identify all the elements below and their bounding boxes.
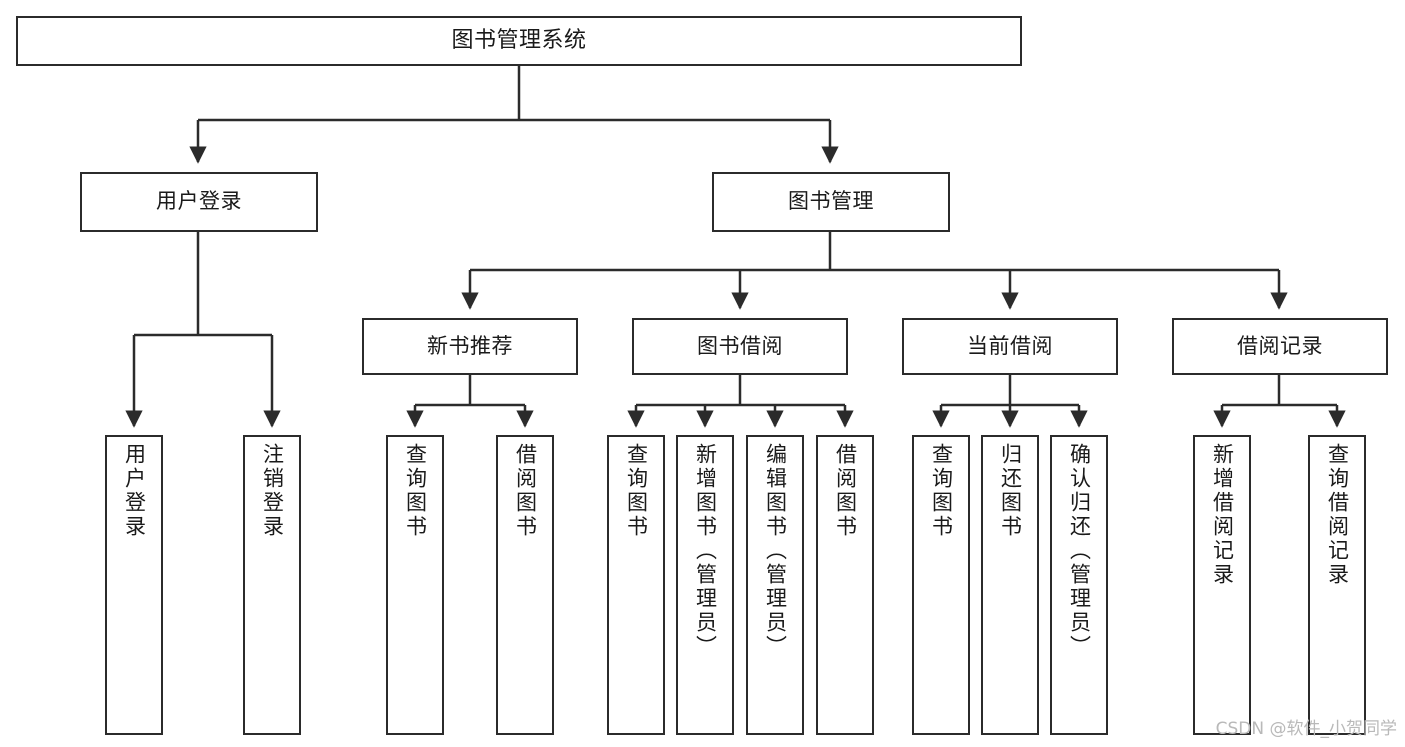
node-label: 用户登录: [122, 443, 147, 539]
node-new-book-recommend[interactable]: 新书推荐: [362, 318, 578, 375]
leaf-borrow-query-book[interactable]: 查询图书: [607, 435, 665, 735]
node-label: 用户登录: [156, 189, 242, 214]
node-current-borrow[interactable]: 当前借阅: [902, 318, 1118, 375]
node-label: 新增图书（管理员）: [693, 443, 718, 659]
node-book-borrow[interactable]: 图书借阅: [632, 318, 848, 375]
node-label: 当前借阅: [967, 333, 1053, 358]
node-label: 查询图书: [929, 443, 954, 539]
node-label: 图书管理: [788, 189, 874, 214]
node-borrow-records[interactable]: 借阅记录: [1172, 318, 1388, 375]
node-label: 图书借阅: [697, 333, 783, 358]
leaf-records-add-record[interactable]: 新增借阅记录: [1193, 435, 1251, 735]
node-label: 图书管理系统: [451, 27, 587, 53]
node-label: 借阅记录: [1237, 333, 1323, 358]
node-label: 新增借阅记录: [1210, 443, 1235, 587]
node-label: 归还图书: [998, 443, 1023, 539]
node-label: 借阅图书: [833, 443, 858, 539]
leaf-user-login-signin[interactable]: 用户登录: [105, 435, 163, 735]
leaf-borrow-borrow-book[interactable]: 借阅图书: [816, 435, 874, 735]
leaf-records-query-record[interactable]: 查询借阅记录: [1308, 435, 1366, 735]
leaf-new-book-query[interactable]: 查询图书: [386, 435, 444, 735]
leaf-user-login-signout[interactable]: 注销登录: [243, 435, 301, 735]
csdn-watermark: CSDN @软件_小贺同学: [1215, 719, 1397, 739]
node-label: 编辑图书（管理员）: [763, 443, 788, 659]
node-root-system[interactable]: 图书管理系统: [16, 16, 1022, 66]
node-label: 注销登录: [260, 443, 285, 539]
node-user-login[interactable]: 用户登录: [80, 172, 318, 232]
node-label: 借阅图书: [513, 443, 538, 539]
node-book-management[interactable]: 图书管理: [712, 172, 950, 232]
node-label: 确认归还（管理员）: [1067, 443, 1092, 659]
leaf-borrow-add-book-admin[interactable]: 新增图书（管理员）: [676, 435, 734, 735]
leaf-current-return-book[interactable]: 归还图书: [981, 435, 1039, 735]
leaf-current-query-book[interactable]: 查询图书: [912, 435, 970, 735]
node-label: 查询图书: [403, 443, 428, 539]
node-label: 查询借阅记录: [1325, 443, 1350, 587]
leaf-borrow-edit-book-admin[interactable]: 编辑图书（管理员）: [746, 435, 804, 735]
leaf-current-confirm-return-admin[interactable]: 确认归还（管理员）: [1050, 435, 1108, 735]
node-label: 新书推荐: [427, 333, 513, 358]
node-label: 查询图书: [624, 443, 649, 539]
leaf-new-book-borrow[interactable]: 借阅图书: [496, 435, 554, 735]
